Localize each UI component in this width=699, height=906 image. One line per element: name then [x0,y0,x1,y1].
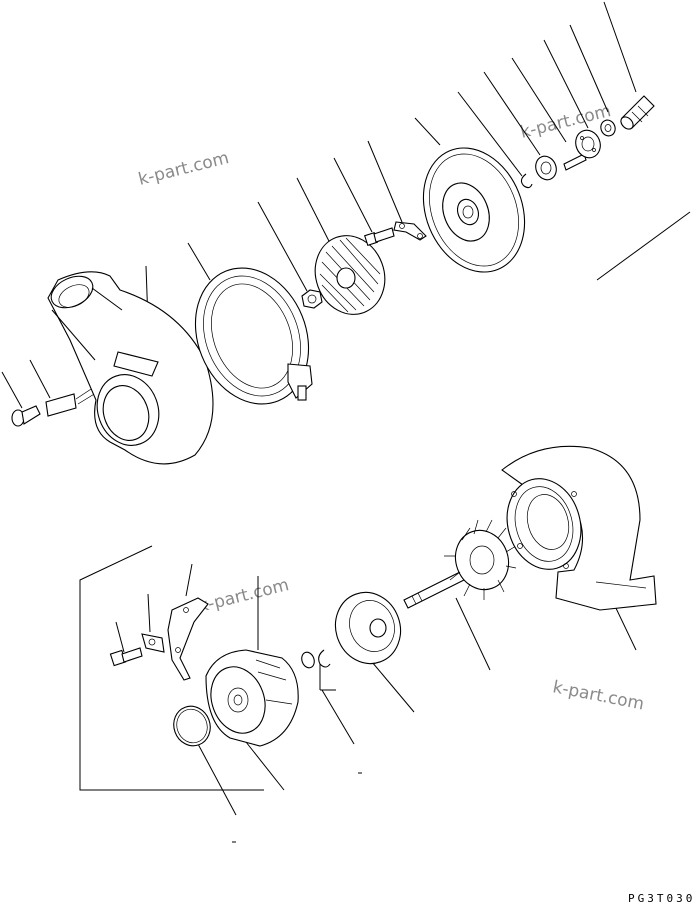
lock-plate [393,221,427,241]
lower-leader-lines [115,563,637,816]
sleeve [620,95,655,130]
upper-group-bracket [596,211,691,281]
cap-screw [11,405,41,427]
watermark-bottom-right: k-part.com [551,677,646,714]
v-band-clamp [194,267,313,405]
thrust-collar [535,155,557,181]
nut [301,289,323,309]
watermark-upper-right: k-part.com [518,101,613,143]
clamp-plate [167,597,209,681]
center-housing [205,649,299,747]
heat-shield [334,591,402,665]
washer [600,119,616,137]
tick-marks [232,772,362,843]
lower-group-bracket [79,545,264,791]
back-plate [422,147,526,273]
o-ring [173,705,211,747]
bolt [364,227,395,246]
turbine-housing [501,445,657,611]
turbine-wheel-shaft [403,519,517,609]
drawing-code: PG3T030 [628,892,695,905]
thrust-bearing [575,129,601,159]
snap-ring [520,173,533,189]
pin [563,153,587,171]
bolt-lower [109,647,143,667]
lock-washer [141,633,165,653]
compressor-wheel [314,235,386,315]
compressor-housing [47,271,214,465]
watermark-middle: k-part.com [196,575,291,617]
upper-leader-lines [1,1,637,409]
snap-rings [301,649,331,669]
watermark-top: k-part.com [136,148,231,190]
